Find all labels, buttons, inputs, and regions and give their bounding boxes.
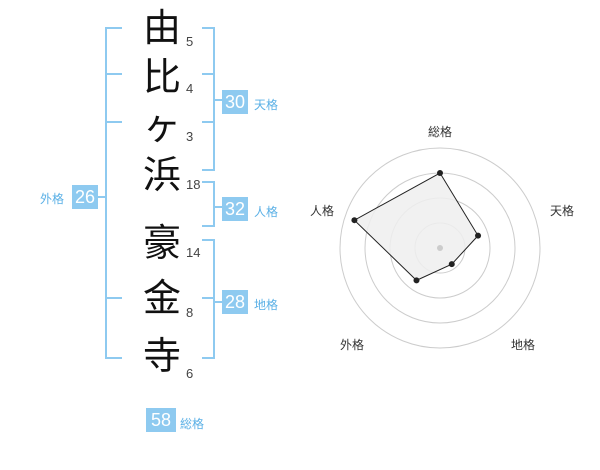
- radar-polygon: [353, 172, 479, 281]
- radar-point-4: [413, 277, 420, 284]
- name-char-1: 由: [142, 6, 181, 50]
- radar-axis-label-jinkaku: 人格: [310, 204, 335, 218]
- radar-point-3: [448, 261, 455, 268]
- stroke-count-6: 8: [186, 305, 194, 320]
- gaikaku-value: 26: [72, 185, 98, 209]
- soukaku-value: 58: [146, 408, 176, 432]
- stroke-count-2: 4: [186, 81, 194, 96]
- chikaku-label: 地格: [254, 298, 279, 312]
- name-char-6: 金: [142, 276, 181, 320]
- stroke-count-1: 5: [186, 34, 194, 49]
- radar-center: [437, 245, 443, 251]
- name-char-3: ヶ: [142, 104, 181, 148]
- stroke-count-5: 14: [186, 245, 201, 260]
- radar-axis-label-soukaku: 総格: [428, 125, 453, 139]
- stroke-count-7: 6: [186, 366, 194, 381]
- jinkaku-label: 人格: [254, 205, 279, 219]
- radar-axis-label-chikaku: 地格: [511, 338, 536, 352]
- stroke-count-3: 3: [186, 129, 194, 144]
- radar-ring: [339, 147, 541, 349]
- tenkaku-value: 30: [222, 90, 248, 114]
- radar-axis-label-tenkaku: 天格: [550, 204, 575, 218]
- chikaku-value: 28: [222, 290, 248, 314]
- gaikaku-label: 外格: [40, 192, 65, 206]
- radar-axis-label-gaikaku: 外格: [340, 338, 365, 352]
- name-char-4: 浜: [142, 153, 181, 197]
- name-char-5: 豪: [142, 221, 181, 265]
- name-char-2: 比: [142, 55, 181, 99]
- radar-point-2: [475, 232, 482, 239]
- soukaku-label: 総格: [180, 417, 205, 431]
- stroke-count-4: 18: [186, 177, 201, 192]
- radar-point-5: [351, 217, 358, 224]
- radar-point-1: [437, 170, 443, 176]
- jinkaku-value: 32: [222, 197, 248, 221]
- name-char-7: 寺: [142, 334, 181, 378]
- tenkaku-label: 天格: [254, 98, 279, 112]
